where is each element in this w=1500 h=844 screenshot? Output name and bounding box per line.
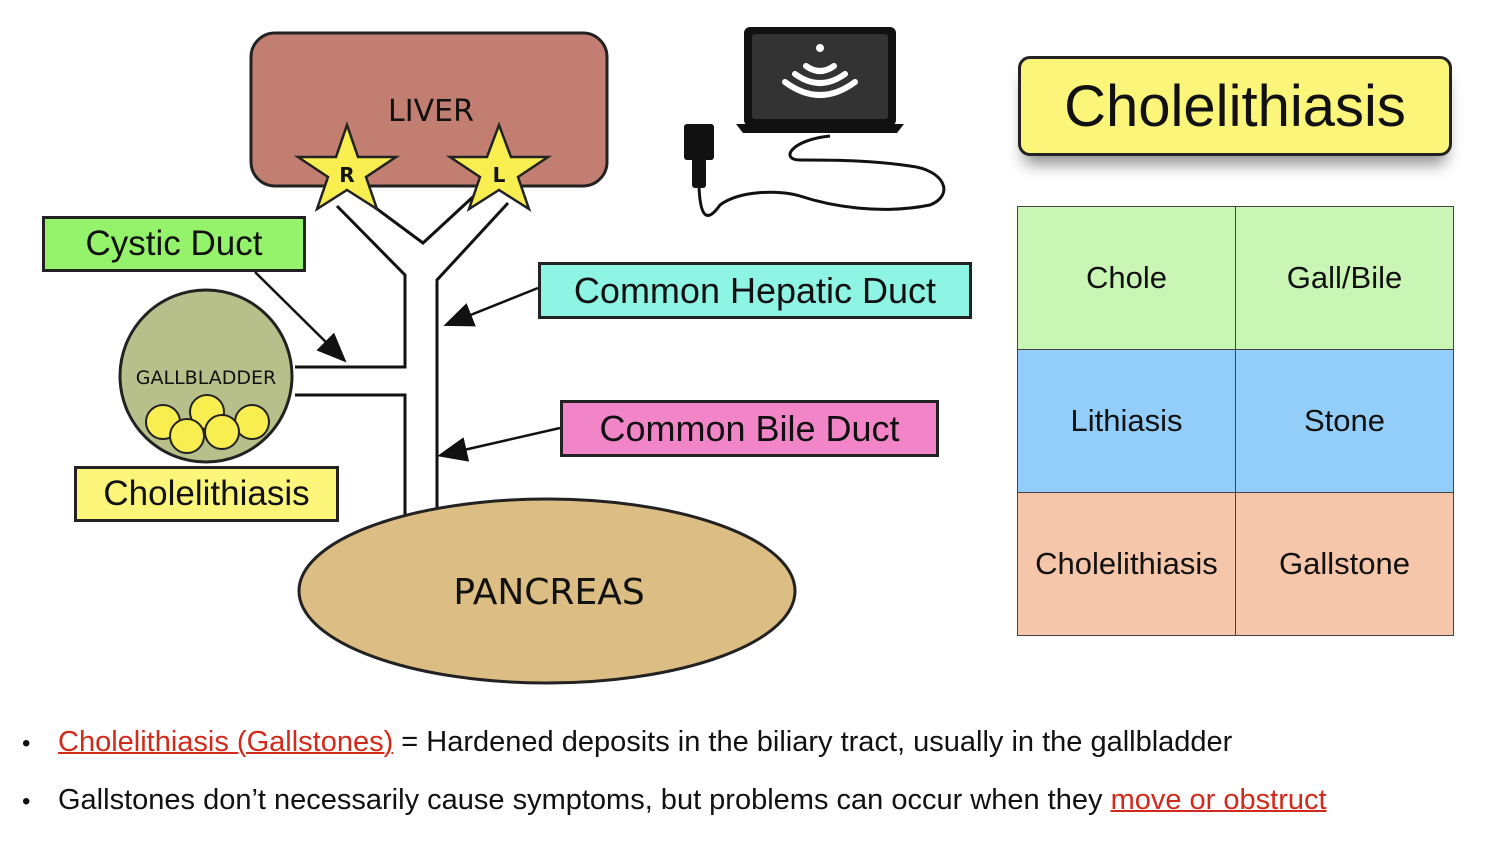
liver-label: LIVER: [388, 94, 474, 129]
page-title-text: Cholelithiasis: [1064, 73, 1406, 139]
gallbladder-label: GALLBLADDER: [136, 367, 276, 389]
bullet-item: • Cholelithiasis (Gallstones) = Hardened…: [22, 714, 1492, 772]
common-bile-duct-text: Common Bile Duct: [599, 407, 900, 449]
bullet-highlight: Cholelithiasis (Gallstones): [58, 726, 394, 758]
meaning-cell: Stone: [1235, 349, 1454, 493]
bullet-item: • Gallstones don’t necessarily cause sym…: [22, 772, 1492, 830]
arrow-bile: [437, 426, 561, 462]
laptop-icon: [736, 27, 904, 133]
common-hepatic-duct-label: Common Hepatic Duct: [538, 262, 972, 319]
term-cell: Chole: [1017, 206, 1236, 350]
duct-system: [295, 181, 510, 515]
gallstone: [204, 414, 240, 450]
pointer-arrows: [254, 271, 561, 462]
gallstones: [145, 394, 270, 454]
wifi-icon: [782, 44, 858, 98]
arrow-cystic: [254, 271, 347, 363]
cystic-duct-text: Cystic Duct: [85, 224, 263, 263]
cholelithiasis-tag-text: Cholelithiasis: [103, 474, 310, 513]
bullet-list: • Cholelithiasis (Gallstones) = Hardened…: [22, 714, 1492, 830]
star-right-icon: [293, 121, 401, 212]
bullet-icon: •: [22, 730, 31, 757]
bullet-icon: •: [22, 788, 31, 815]
cholelithiasis-tag: Cholelithiasis: [74, 466, 339, 522]
bullet-text: = Hardened deposits in the biliary tract…: [393, 726, 1233, 758]
table-row: Lithiasis Stone: [1017, 349, 1454, 493]
pancreas-label: PANCREAS: [453, 572, 644, 613]
common-bile-duct-label: Common Bile Duct: [560, 400, 939, 457]
table-row: Cholelithiasis Gallstone: [1017, 492, 1454, 636]
biliary-diagram: LIVER GALLBLADDER PANCREAS R L: [118, 27, 946, 685]
ultrasound-probe-icon: [684, 124, 946, 217]
star-right-label: R: [339, 163, 354, 187]
bullet-text: Gallstones don’t necessarily cause sympt…: [58, 784, 1111, 816]
common-hepatic-duct-text: Common Hepatic Duct: [573, 269, 937, 311]
term-cell: Cholelithiasis: [1017, 492, 1236, 636]
arrow-hepatic: [443, 286, 539, 327]
term-cell: Lithiasis: [1017, 349, 1236, 493]
cystic-duct-label: Cystic Duct: [42, 216, 306, 272]
terms-table: Chole Gall/Bile Lithiasis Stone Cholelit…: [1017, 206, 1454, 636]
meaning-cell: Gall/Bile: [1235, 206, 1454, 350]
star-left-icon: [445, 121, 553, 212]
meaning-cell: Gallstone: [1235, 492, 1454, 636]
star-left-label: L: [493, 163, 506, 187]
table-row: Chole Gall/Bile: [1017, 206, 1454, 350]
page-title: Cholelithiasis: [1018, 56, 1452, 156]
pancreas: [297, 497, 797, 685]
gallstone: [234, 404, 270, 440]
gallstone: [169, 418, 205, 454]
bullet-highlight: move or obstruct: [1110, 784, 1327, 816]
